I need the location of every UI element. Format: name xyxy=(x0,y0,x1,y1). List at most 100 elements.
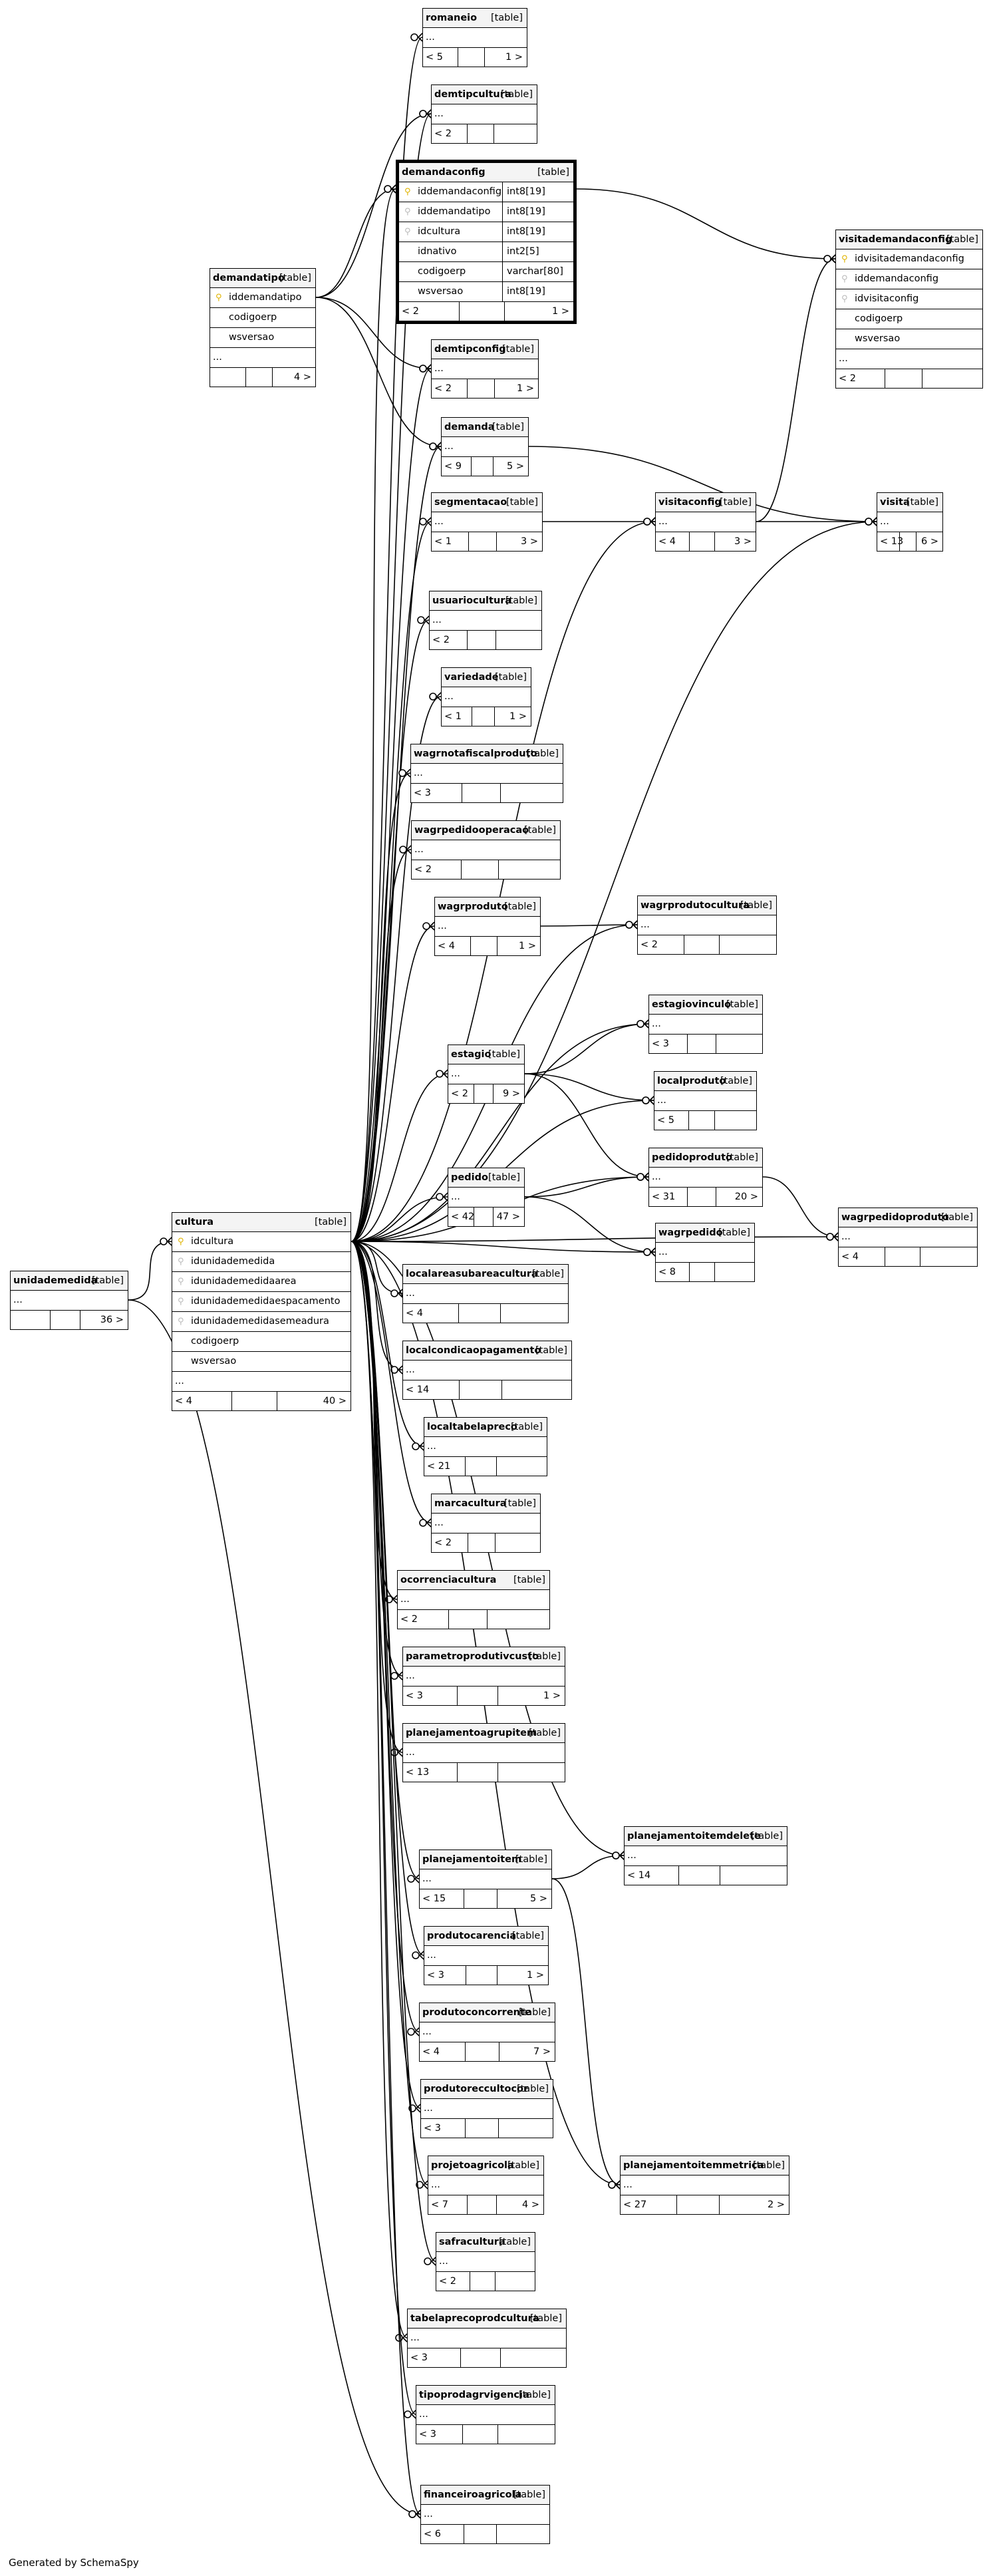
column-row[interactable]: ... xyxy=(836,349,982,369)
column-row[interactable]: ... xyxy=(408,2329,566,2348)
column-row[interactable]: ⚲idvisitaconfig xyxy=(836,289,982,309)
table-tipoprodagrvigencia[interactable]: tipoprodagrvigencia[table]...< 3 xyxy=(416,2385,555,2444)
column-row[interactable]: ... xyxy=(625,1846,787,1866)
column-row[interactable]: ... xyxy=(654,1091,756,1111)
column-row[interactable]: ... xyxy=(649,1168,762,1188)
column-row[interactable]: ... xyxy=(11,1291,128,1311)
table-safracultura[interactable]: safracultura[table]...< 2 xyxy=(436,2232,535,2291)
column-row[interactable]: ... xyxy=(432,359,538,379)
column-row[interactable]: codigoerp xyxy=(836,309,982,329)
column-row[interactable]: ... xyxy=(423,28,527,48)
table-tabelaprecoprodcultura[interactable]: tabelaprecoprodcultura[table]...< 3 xyxy=(407,2309,567,2368)
table-wagrpedidoproduto[interactable]: wagrpedidoproduto[table]...< 4 xyxy=(838,1208,978,1267)
column-row[interactable]: ... xyxy=(638,915,776,935)
column-row[interactable]: ... xyxy=(411,764,563,784)
table-localproduto[interactable]: localproduto[table]...< 5 xyxy=(654,1071,757,1130)
column-row[interactable]: ... xyxy=(435,917,540,937)
column-row[interactable]: ... xyxy=(403,1743,565,1763)
table-localtabelapreco[interactable]: localtabelapreco[table]...< 21 xyxy=(424,1417,547,1476)
column-row[interactable]: ... xyxy=(649,1015,762,1035)
table-localcondicaopagamento[interactable]: localcondicaopagamento[table]...< 14 xyxy=(402,1341,572,1400)
table-cultura[interactable]: cultura[table]⚲idcultura⚲idunidademedida… xyxy=(172,1212,351,1411)
column-row[interactable]: ... xyxy=(424,1437,547,1457)
table-wagrpedido[interactable]: wagrpedido[table]...< 8 xyxy=(655,1223,755,1282)
column-row[interactable]: ... xyxy=(172,1372,351,1392)
column-row[interactable]: ... xyxy=(421,2099,553,2119)
column-row[interactable]: ... xyxy=(403,1667,565,1687)
table-planejamentoitemdelete[interactable]: planejamentoitemdelete[table]...< 14 xyxy=(624,1826,787,1885)
column-row[interactable]: ... xyxy=(420,2022,555,2042)
column-row[interactable]: ⚲idunidademedidaarea xyxy=(172,1272,351,1292)
column-row[interactable]: wsversao xyxy=(836,329,982,349)
column-row[interactable]: ... xyxy=(398,1590,549,1610)
column-row[interactable]: codigoerp xyxy=(210,308,315,328)
table-wagrpedidooperacao[interactable]: wagrpedidooperacao[table]...< 2 xyxy=(411,820,561,880)
column-row[interactable]: ... xyxy=(432,104,537,124)
column-row[interactable]: ... xyxy=(656,1243,754,1263)
column-row[interactable]: ... xyxy=(877,512,942,532)
column-row[interactable]: ... xyxy=(420,1869,551,1889)
table-demtipcultura[interactable]: demtipcultura[table]...< 2 xyxy=(431,84,537,144)
column-row[interactable]: wsversao xyxy=(210,328,315,348)
table-ocorrenciacultura[interactable]: ocorrenciacultura[table]...< 2 xyxy=(397,1570,550,1629)
column-row[interactable]: ... xyxy=(442,437,528,457)
column-row[interactable]: ... xyxy=(424,1946,548,1966)
column-row[interactable]: ... xyxy=(656,512,756,532)
table-localareasubareacultura[interactable]: localareasubareacultura[table]...< 4 xyxy=(402,1264,569,1323)
column-row[interactable]: ... xyxy=(432,512,542,532)
column-row[interactable]: ⚲idunidademedidaespacamento xyxy=(172,1292,351,1312)
table-unidademedida[interactable]: unidademedida[table]...36 > xyxy=(10,1271,128,1330)
column-row[interactable]: ... xyxy=(839,1227,977,1247)
column-row[interactable]: codigoerp xyxy=(172,1332,351,1352)
column-row[interactable]: ⚲idunidademedidasemeadura xyxy=(172,1312,351,1332)
column-row[interactable]: ... xyxy=(442,687,531,707)
table-marcacultura[interactable]: marcacultura[table]...< 2 xyxy=(431,1494,541,1553)
column-row[interactable]: ... xyxy=(421,2505,549,2525)
table-wagrnotafiscalproduto[interactable]: wagrnotafiscalproduto[table]...< 3 xyxy=(410,744,563,803)
table-planejamentoagrupitem[interactable]: planejamentoagrupitem[table]...< 13 xyxy=(402,1723,565,1782)
column-row[interactable]: wsversao xyxy=(172,1352,351,1372)
column-row[interactable]: ... xyxy=(403,1284,568,1304)
column-row[interactable]: ... xyxy=(432,1514,540,1533)
column-row[interactable]: ⚲idunidademedida xyxy=(172,1252,351,1272)
column-row[interactable]: ⚲iddemandatipo xyxy=(210,288,315,308)
column-row[interactable]: ... xyxy=(428,2175,543,2195)
table-usuariocultura[interactable]: usuariocultura[table]...< 2 xyxy=(429,591,542,650)
column-row[interactable]: ... xyxy=(403,1361,571,1380)
table-visitademandaconfig[interactable]: visitademandaconfig[table]⚲idvisitademan… xyxy=(835,230,983,389)
column-row[interactable]: ⚲idcultura xyxy=(172,1232,351,1252)
column-row[interactable]: ... xyxy=(412,840,560,860)
table-wagrprodutocultura[interactable]: wagrprodutocultura[table]...< 2 xyxy=(637,895,777,955)
table-estagiovinculo[interactable]: estagiovinculo[table]...< 3 xyxy=(648,995,763,1054)
column-row[interactable]: ... xyxy=(210,348,315,368)
column-row[interactable]: ... xyxy=(448,1188,524,1208)
column-row[interactable]: ... xyxy=(416,2405,555,2425)
column-row[interactable]: ⚲idvisitademandaconfig xyxy=(836,249,982,269)
column-row[interactable]: ... xyxy=(448,1064,524,1084)
column-row[interactable]: ⚲iddemandaconfig xyxy=(836,269,982,289)
